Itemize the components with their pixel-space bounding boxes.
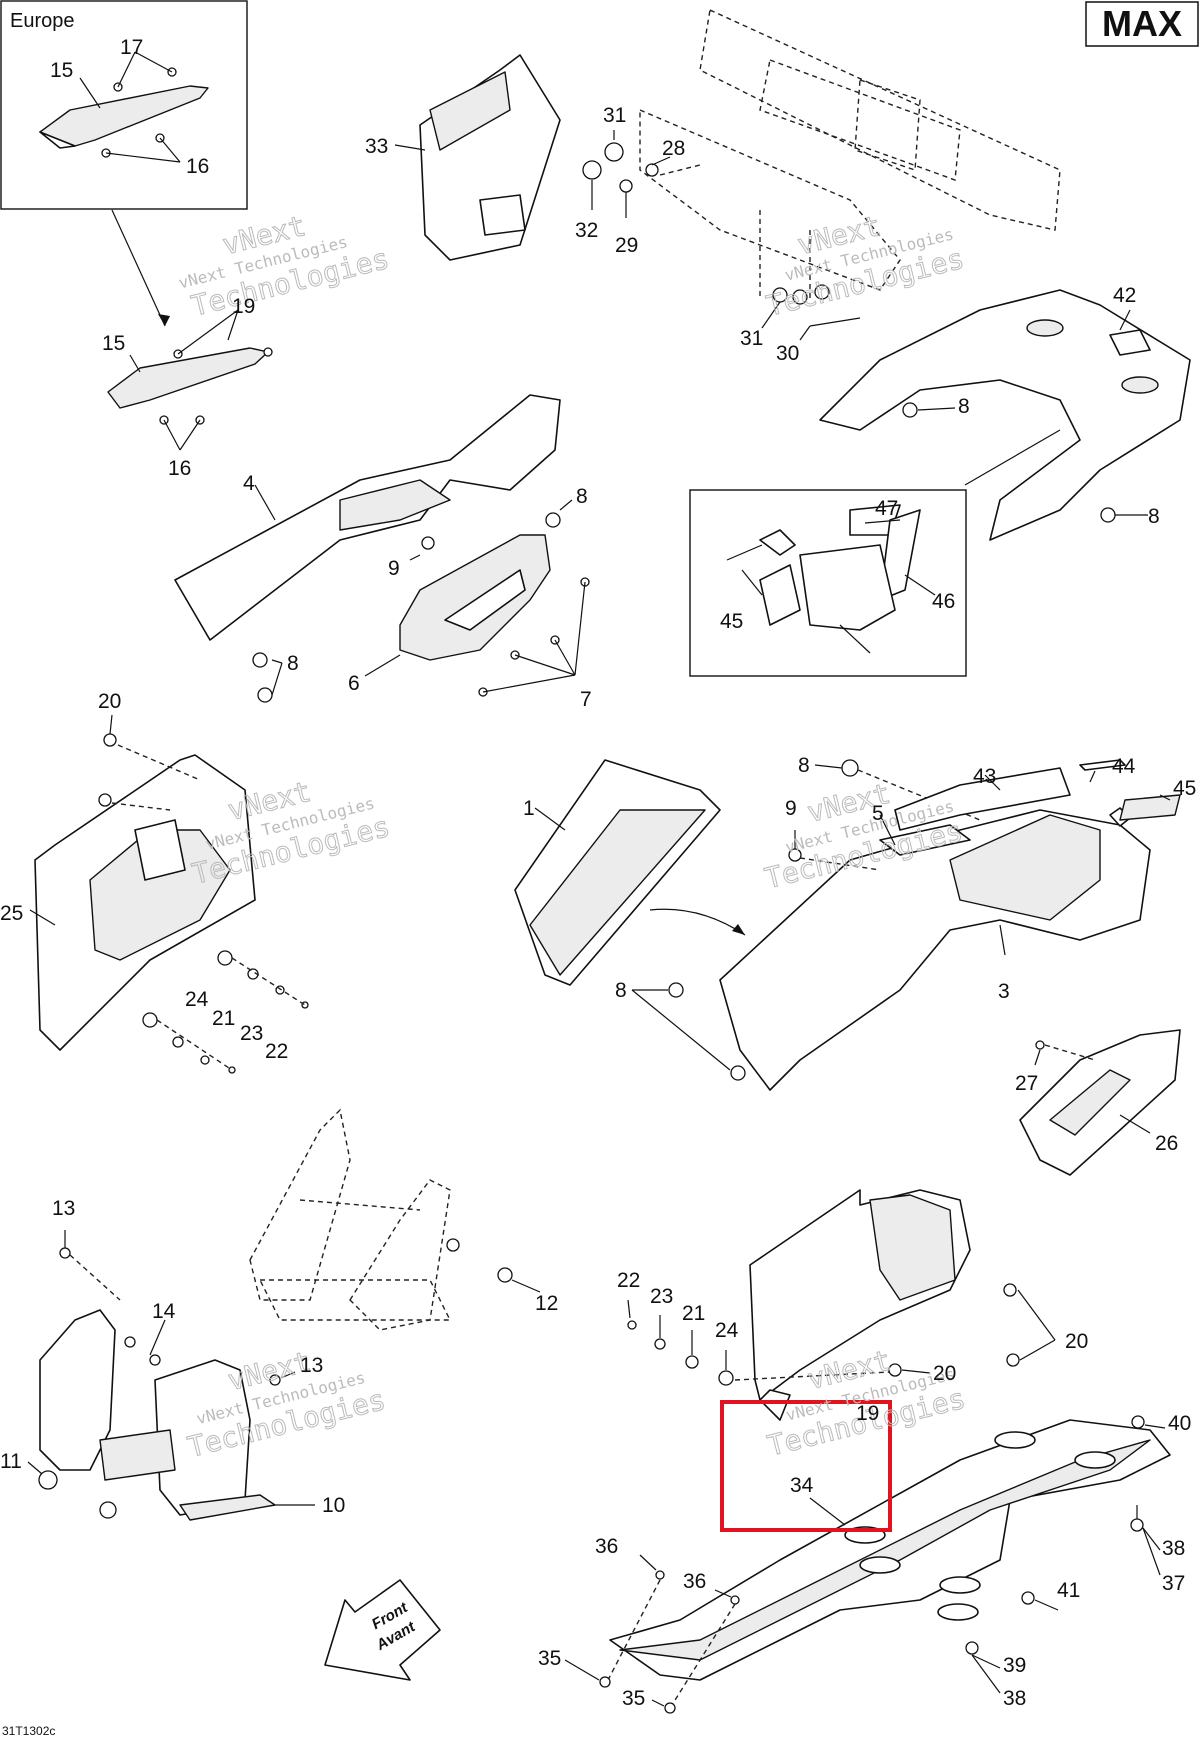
part-4-side-panel	[174, 394, 573, 703]
part-32-panel	[394, 54, 561, 261]
callout-25: 25	[0, 902, 23, 925]
callout-14: 14	[152, 1300, 176, 1323]
callout-22: 22	[617, 1269, 640, 1292]
callout-35: 36	[683, 1570, 706, 1593]
callout-34: 35	[538, 1647, 561, 1670]
callout-9: 9	[785, 797, 797, 820]
part-3-side-fender	[631, 759, 1181, 1091]
callout-15: 15	[50, 59, 73, 82]
europe-inset: Europe	[0, 0, 248, 210]
callout-44: 46	[932, 590, 955, 613]
callout-24: 24	[715, 1319, 739, 1342]
callout-32: 33	[365, 135, 388, 158]
callout-28: 29	[615, 234, 638, 257]
callout-42: 45	[1173, 777, 1196, 800]
drawing-id: 31T1302c	[2, 1724, 55, 1738]
callout-36: 37	[1162, 1572, 1185, 1595]
part-19-side-panel	[627, 1189, 1056, 1401]
callout-23: 23	[650, 1285, 673, 1308]
callout-41: 44	[1112, 755, 1136, 778]
callout-23: 23	[240, 1022, 263, 1045]
callout-20: 20	[1065, 1330, 1088, 1353]
callout-8: 8	[958, 395, 970, 418]
callout-21: 21	[212, 1007, 235, 1030]
model-badge: MAX	[1085, 1, 1199, 47]
callout-31: 32	[575, 219, 598, 242]
callout-1: 1	[523, 797, 535, 820]
callout-26: 26	[1155, 1132, 1178, 1155]
part-1-panel	[514, 759, 746, 986]
callout-13: 13	[300, 1354, 323, 1377]
callout-6: 6	[348, 672, 360, 695]
callout-36: 38	[1003, 1687, 1026, 1710]
callout-15: 15	[102, 332, 125, 355]
part-10-front-bumper	[27, 1230, 315, 1521]
callout-24: 24	[185, 988, 209, 1011]
callout-10: 10	[322, 1494, 345, 1517]
part-33-footboard	[564, 1389, 1171, 1714]
hardware-31-28	[582, 130, 701, 218]
callout-12: 12	[535, 1292, 558, 1315]
part-39-rear-fender	[819, 289, 1191, 541]
highlight-box	[720, 1400, 892, 1532]
callout-37: 39	[1003, 1654, 1026, 1677]
callout-43: 45	[720, 610, 743, 633]
front-direction-arrow: Front Avant	[324, 1579, 441, 1681]
hardware-29-30	[761, 284, 861, 341]
callout-8: 8	[287, 652, 299, 675]
callout-16: 16	[186, 155, 209, 178]
callout-20: 20	[98, 690, 121, 713]
callout-labels: 17 15 16 33 31 28 32 29 31 30 42 8 8 19 …	[0, 36, 1196, 1710]
callout-8: 8	[1148, 505, 1160, 528]
europe-label: Europe	[10, 10, 75, 32]
callout-30: 31	[740, 327, 763, 350]
callout-29: 30	[776, 342, 799, 365]
callout-38: 41	[1057, 1579, 1080, 1602]
callout-8: 8	[576, 485, 588, 508]
watermark-1: vNext vNext Technologies Technologies	[177, 209, 393, 324]
callout-39: 42	[1113, 284, 1136, 307]
callout-34: 35	[622, 1687, 645, 1710]
callout-27: 27	[1015, 1072, 1038, 1095]
part-26-trim	[1019, 1029, 1181, 1176]
callout-33: 34	[790, 1474, 814, 1497]
callout-22: 22	[265, 1040, 288, 1063]
callout-4: 4	[243, 472, 255, 495]
callout-20: 20	[933, 1362, 956, 1385]
callout-35: 36	[595, 1535, 618, 1558]
callout-37: 38	[1162, 1537, 1185, 1560]
callout-38: 40	[1168, 1412, 1191, 1435]
watermark-2: vNext vNext Technologies Technologies	[763, 209, 968, 324]
frame-dashed	[639, 8, 1061, 300]
callout-16: 16	[168, 457, 191, 480]
detail-inset-43-47	[689, 489, 967, 677]
callout-8: 8	[798, 754, 810, 777]
callout-17: 19	[232, 295, 255, 318]
callout-19: 19	[856, 1402, 879, 1425]
callout-11: 11	[0, 1450, 22, 1473]
callout-3: 3	[998, 980, 1010, 1003]
callout-17: 17	[120, 36, 143, 59]
callout-8: 8	[615, 979, 627, 1002]
callout-45: 47	[875, 497, 898, 520]
callout-31: 31	[603, 104, 626, 127]
part-15-trim	[107, 309, 273, 451]
callout-7: 7	[580, 688, 592, 711]
callout-13: 13	[52, 1197, 75, 1220]
callout-9: 9	[388, 557, 400, 580]
part-25-front-console	[29, 714, 309, 1074]
frame-lower-dashed	[249, 1108, 541, 1331]
callout-28: 28	[662, 137, 685, 160]
callout-5: 5	[872, 802, 884, 825]
callout-40: 43	[973, 765, 996, 788]
part-6-footrest	[364, 534, 590, 697]
callout-21: 21	[682, 1302, 705, 1325]
model-badge-text: MAX	[1102, 3, 1182, 44]
